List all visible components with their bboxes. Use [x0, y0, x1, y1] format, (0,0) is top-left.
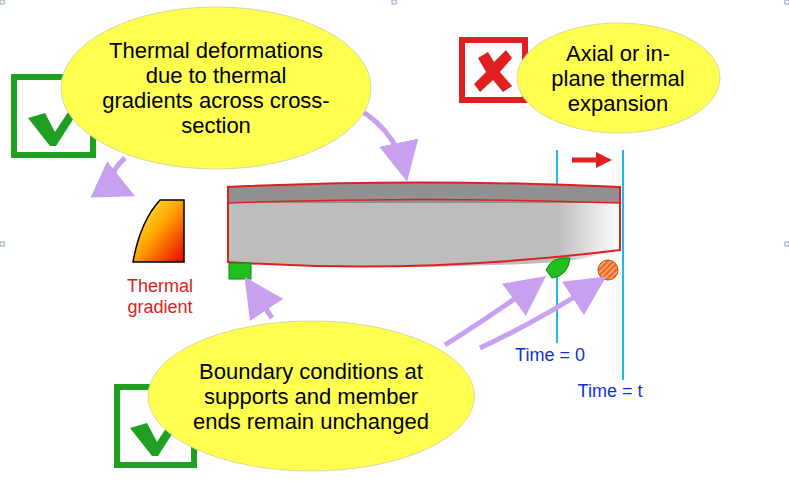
- callout-text: Thermal deformations due to thermal grad…: [101, 38, 331, 138]
- callout-text: Boundary conditions at supports and memb…: [189, 359, 434, 434]
- support: [546, 258, 570, 278]
- callout-ellipse: Thermal deformations due to thermal grad…: [60, 6, 372, 170]
- gradient-label: Thermal gradient: [105, 276, 215, 318]
- callout-ellipse: Axial or in-plane thermal expansion: [516, 22, 721, 134]
- time-label: Time = 0: [495, 345, 605, 366]
- callout-ellipse: Boundary conditions at supports and memb…: [147, 320, 476, 472]
- support: [598, 260, 618, 280]
- expansion-arrow: [572, 152, 612, 168]
- gradient-section: [133, 200, 184, 262]
- support: [229, 263, 251, 279]
- beam: [228, 183, 620, 268]
- callout-text: Axial or in-plane thermal expansion: [543, 41, 693, 116]
- time-label: Time = t: [555, 381, 665, 402]
- cross-mark: [462, 40, 525, 100]
